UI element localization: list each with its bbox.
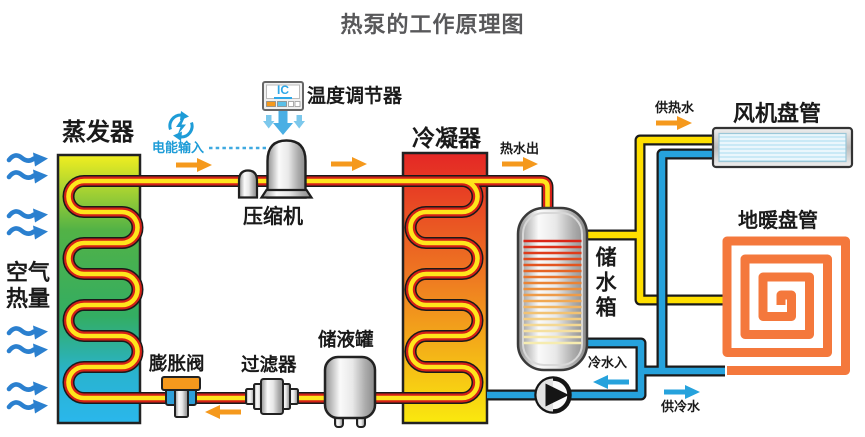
condenser-label: 冷凝器: [412, 125, 481, 151]
tank-coil-lines: [523, 239, 582, 345]
expansion-valve: [161, 376, 201, 418]
fan-coil-label: 风机盘管: [733, 101, 822, 126]
expansion-valve-label: 膨胀阀: [149, 353, 205, 374]
supply-cold-water-label: 供冷水: [661, 399, 701, 414]
compressor-large-dome: [266, 139, 307, 199]
compressor-base: [259, 188, 314, 199]
water-tank-label: 储水箱: [593, 246, 617, 321]
controller-display-value: IC: [274, 83, 292, 99]
compressor-label: 压缩机: [243, 206, 303, 228]
filter: [245, 378, 299, 415]
control-signal-icon: [263, 111, 305, 135]
compressor: [237, 139, 314, 199]
hot-water-out-label: 热水出: [500, 141, 540, 156]
pump-icon: [534, 376, 572, 414]
water-tank: [516, 206, 589, 372]
refrigerant-pipes: [62, 175, 554, 404]
filter-label: 过滤器: [241, 354, 297, 375]
hot-water-pipes: [587, 134, 727, 306]
controller-display: IC: [263, 83, 303, 99]
receiver-tank-label: 储液罐: [318, 329, 374, 350]
floor-coil-label: 地暖盘管: [738, 210, 818, 232]
air-heat-line2: 热量: [6, 286, 51, 311]
cold-water-in-label: 冷水入: [588, 355, 628, 370]
cold-water-pipes: [487, 148, 725, 401]
air-heat-label: 空气 热量: [6, 260, 50, 312]
receiver-tank: [323, 355, 377, 428]
fan-coil-unit: [711, 126, 854, 169]
energy-input-label: 电能输入: [152, 140, 205, 155]
temp-controller-device: [262, 81, 304, 111]
supply-hot-water-label: 供热水: [655, 100, 695, 115]
floor-coil-spiral: [722, 236, 850, 375]
air-heat-line1: 空气: [6, 260, 51, 285]
energy-input-icon: [168, 111, 194, 141]
temp-controller-label: 温度调节器: [307, 86, 403, 107]
compressor-small-dome: [237, 169, 259, 199]
page-title: 热泵的工作原理图: [340, 12, 525, 37]
evaporator-label: 蒸发器: [62, 119, 134, 146]
